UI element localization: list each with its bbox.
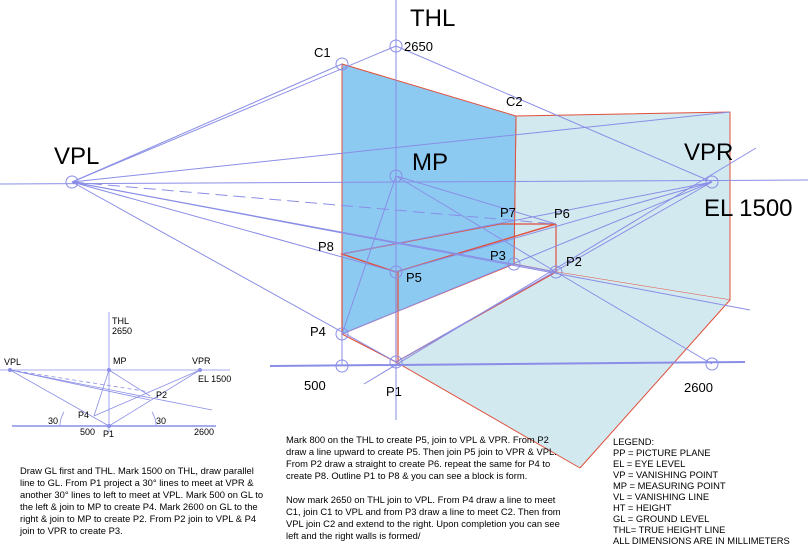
c2-label: C2 — [506, 94, 523, 109]
thumb-vpl-dot — [8, 368, 12, 372]
legend-item: ALL DIMENSIONS ARE IN MILLIMETERS — [613, 535, 790, 546]
thumb-vpr-label: VPR — [192, 356, 211, 366]
thumb-p2-label: P2 — [156, 390, 167, 400]
p1-label: P1 — [386, 384, 402, 399]
thumb-el-label: EL 1500 — [198, 374, 231, 384]
thumb-vpl-label: VPL — [4, 357, 21, 367]
thumb-line — [108, 369, 151, 397]
vanishing-line — [395, 181, 713, 273]
construction-lines — [0, 0, 808, 420]
thumb-line — [93, 369, 201, 417]
thumb-angle-arc — [151, 411, 157, 427]
c1-label: C1 — [314, 45, 331, 60]
gl-right-label: 2600 — [684, 380, 713, 395]
vanishing-line — [71, 181, 751, 311]
p1-marker — [389, 355, 403, 369]
floor-edge-outline — [395, 361, 581, 469]
measure-line — [555, 271, 713, 365]
vanishing-line — [71, 111, 731, 183]
instructions-step3-text: Now mark 2650 on THL join to VPL. From P… — [286, 494, 561, 541]
legend-item: EL = EYE LEVEL — [613, 458, 686, 469]
legend-item: VL = VANISHING LINE — [613, 491, 710, 502]
thumb-line — [108, 369, 201, 427]
el-label: EL 1500 — [704, 195, 793, 222]
legend-item: MP = MEASURING POINT — [613, 480, 726, 491]
legend: LEGEND: PP = PICTURE PLANE EL = EYE LEVE… — [613, 436, 808, 546]
vanishing-line — [341, 181, 713, 255]
legend-item: PP = PICTURE PLANE — [613, 447, 711, 458]
legend-item: HT = HEIGHT — [613, 502, 672, 513]
p4-marker — [335, 327, 349, 341]
thumb-mp-label: MP — [113, 356, 127, 366]
thumb-thl-value: 2650 — [112, 326, 132, 336]
floor-right-fill — [396, 272, 730, 468]
thl-label: THL — [410, 5, 455, 32]
vanishing-line — [395, 181, 713, 363]
left-wall-fill — [341, 63, 517, 335]
thumb-line — [9, 369, 110, 427]
vpl-marker — [65, 175, 79, 189]
point-markers — [65, 39, 719, 373]
vanishing-line — [71, 181, 397, 363]
ground-line — [269, 361, 746, 367]
instructions-steps-2-3: Mark 800 on the THL to create P5, join t… — [286, 434, 564, 554]
measure-line — [395, 175, 557, 225]
eye-level-line — [0, 179, 808, 185]
p3-marker — [507, 257, 521, 271]
thumb-angle-left: 30 — [48, 416, 58, 426]
thumb-line — [9, 369, 213, 411]
vpr-label: VPR — [684, 139, 733, 166]
thumb-mp-dot — [107, 368, 111, 372]
thumb-thl-label: THL — [112, 316, 129, 326]
vanishing-line — [71, 63, 343, 183]
vanishing-line — [71, 45, 397, 183]
thumb-p4-label: P4 — [78, 410, 89, 420]
p7-label: P7 — [500, 205, 516, 220]
vanishing-line — [71, 181, 557, 225]
vanishing-line — [341, 181, 713, 335]
thumb-vpr-dot — [198, 368, 202, 372]
mp-label: MP — [412, 149, 448, 176]
instructions-step1-text: Draw GL first and THL. Mark 1500 on THL,… — [20, 465, 264, 536]
floor-edge-outline — [579, 299, 731, 469]
thirty-degree-line — [363, 147, 757, 385]
thumb-angle-right: 30 — [156, 416, 166, 426]
gl-2600-marker — [705, 357, 719, 371]
legend-item: THL= TRUE HEIGHT LINE — [613, 524, 726, 535]
mp-marker — [389, 169, 403, 183]
legend-title: LEGEND: — [613, 436, 655, 447]
p3-label: P3 — [490, 248, 506, 263]
p2-marker — [549, 265, 563, 279]
thumb-gl-right: 2600 — [194, 427, 214, 437]
p5-marker — [389, 265, 403, 279]
thumb-p1-dot — [107, 424, 111, 428]
thumbnail-diagram: THL 2650 VPL MP VPR EL 1500 P2 P4 30 30 … — [0, 312, 231, 439]
thumb-p1-label: P1 — [103, 429, 114, 439]
thumb-line — [9, 369, 151, 393]
p6-label: P6 — [554, 206, 570, 221]
p5-label: P5 — [406, 270, 422, 285]
gl-left-label: 500 — [304, 378, 326, 393]
instructions-step2-text: Mark 800 on the THL to create P5, join t… — [286, 434, 557, 481]
measure-line — [341, 175, 397, 335]
p4-label: P4 — [310, 324, 326, 339]
thl-value-label: 2650 — [404, 39, 433, 54]
vanishing-line — [71, 181, 397, 273]
legend-item: GL = GROUND LEVEL — [613, 513, 710, 524]
measure-line — [395, 175, 557, 273]
vpr-marker — [705, 175, 719, 189]
c1-marker — [335, 57, 349, 71]
vpl-label: VPL — [54, 143, 99, 170]
p2-label: P2 — [566, 254, 582, 269]
p8-label: P8 — [318, 239, 334, 254]
thumb-line — [93, 369, 110, 417]
gl-500-marker — [335, 359, 349, 373]
vanishing-line — [395, 45, 713, 183]
thl-2650-marker — [389, 39, 403, 53]
legend-item: VP = VANISHING POINT — [613, 469, 719, 480]
thumb-angle-arc — [59, 411, 65, 427]
thumb-gl-left: 500 — [80, 427, 95, 437]
instructions-step1: Draw GL first and THL. Mark 1500 on THL,… — [20, 465, 270, 549]
